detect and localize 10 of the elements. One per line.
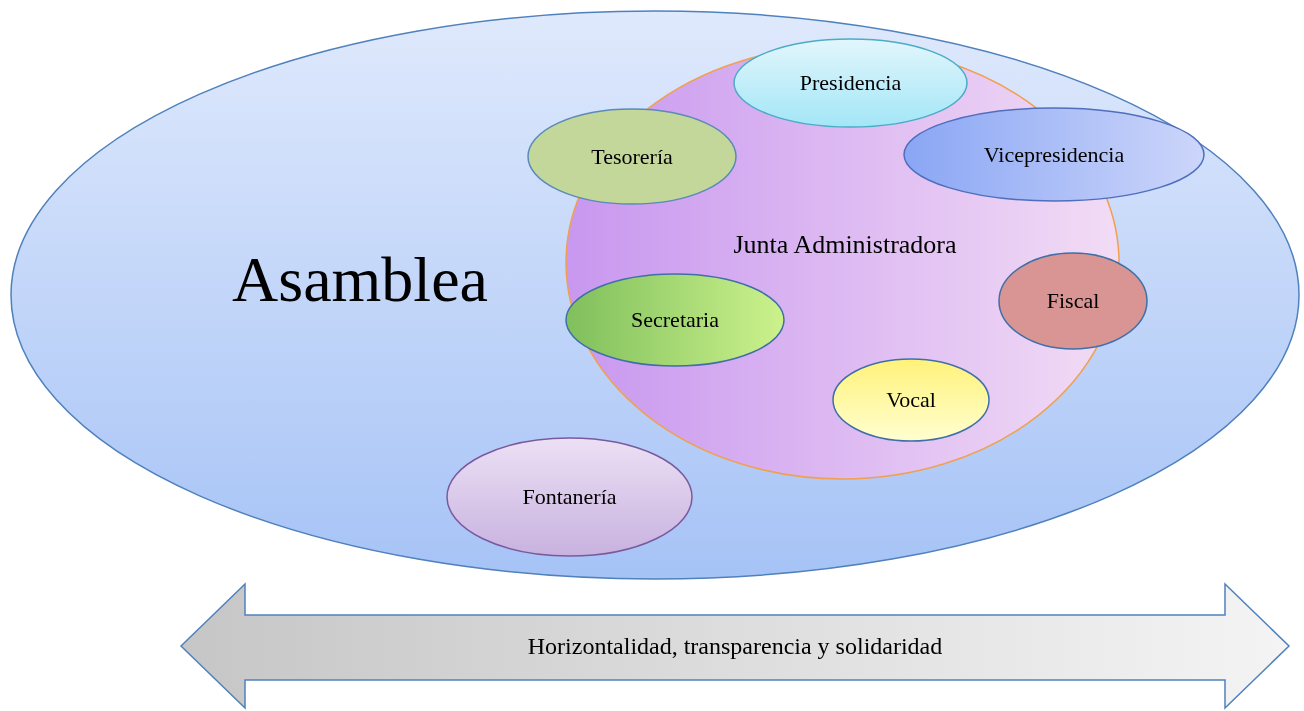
role-label: Fontanería bbox=[522, 484, 617, 510]
assembly-label: Asamblea bbox=[232, 244, 488, 316]
role-label: Tesorería bbox=[591, 144, 673, 169]
role-label: Vicepresidencia bbox=[983, 142, 1125, 167]
role-label: Presidencia bbox=[799, 70, 902, 96]
board-label: Junta Administradora bbox=[733, 230, 957, 260]
role-label: Fiscal bbox=[1046, 288, 1100, 314]
role-label: Secretaria bbox=[631, 307, 719, 333]
role-label: Vocal bbox=[886, 387, 936, 413]
values-label: Horizontalidad, transparencia y solidaridad bbox=[527, 632, 943, 660]
